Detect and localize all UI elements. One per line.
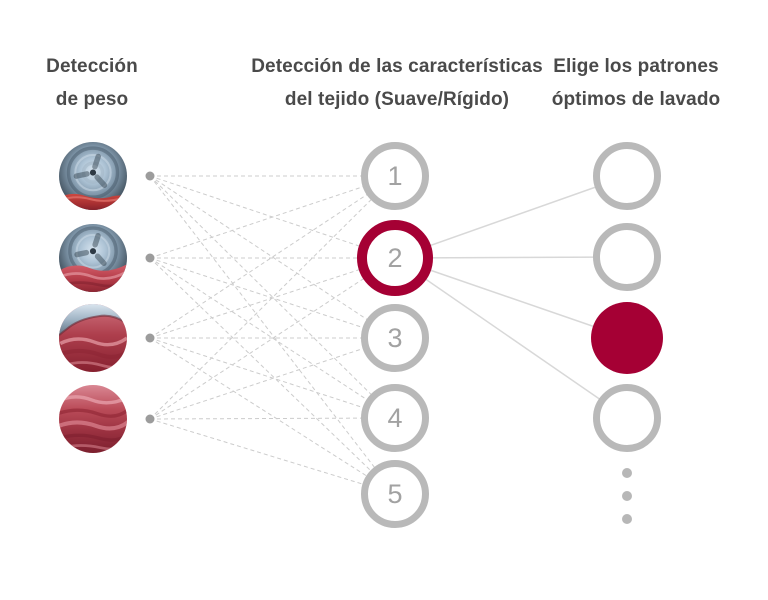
- drum-empty-small-cloth-photo: [59, 142, 127, 210]
- fabric-node-5: 5: [361, 460, 429, 528]
- connector-dot: [145, 253, 155, 263]
- ellipsis-dot: [622, 491, 632, 501]
- fabric-node-label: 4: [387, 402, 403, 433]
- drum-partial-cloth-photo: [59, 224, 127, 292]
- pattern-node-2: [593, 223, 661, 291]
- wash-pattern-heading: Elige los patrones óptimos de lavado: [538, 50, 734, 116]
- heading-line: Elige los patrones: [553, 56, 719, 77]
- fabric-node-2: 2: [357, 220, 433, 296]
- fabric-node-3: 3: [361, 304, 429, 372]
- fabric-node-4: 4: [361, 384, 429, 452]
- weight-detection-heading: Detección de peso: [12, 50, 172, 116]
- fabric-node-label: 2: [387, 242, 403, 273]
- drum-load-photo-1: [59, 142, 127, 210]
- fabric-node-label: 5: [387, 478, 403, 509]
- fabric-node-label: 3: [387, 322, 403, 353]
- drum-load-photo-2: [59, 224, 127, 292]
- cloth-full-photo: [59, 385, 127, 453]
- heading-line: Detección de las características: [251, 56, 543, 77]
- fabric-detection-heading: Detección de las características del tej…: [240, 50, 554, 116]
- heading-line: del tejido (Suave/Rígido): [284, 89, 510, 110]
- ellipsis-dot: [622, 514, 632, 524]
- heading-line: de peso: [55, 89, 129, 110]
- fabric-node-1: 1: [361, 142, 429, 210]
- pattern-node-4: [593, 384, 661, 452]
- drum-mostly-cloth-photo: [59, 304, 127, 372]
- pattern-node-1: [593, 142, 661, 210]
- ellipsis-dot: [622, 468, 632, 478]
- heading-line: Detección: [46, 56, 138, 77]
- connector-dot: [145, 414, 155, 424]
- pattern-node-3: [591, 302, 663, 374]
- fabric-node-label: 1: [387, 160, 403, 191]
- heading-line: óptimos de lavado: [551, 89, 721, 110]
- drum-load-photo-3: [59, 304, 127, 372]
- drum-load-photo-4: [59, 385, 127, 453]
- connector-dot: [145, 171, 155, 181]
- connector-dot: [145, 333, 155, 343]
